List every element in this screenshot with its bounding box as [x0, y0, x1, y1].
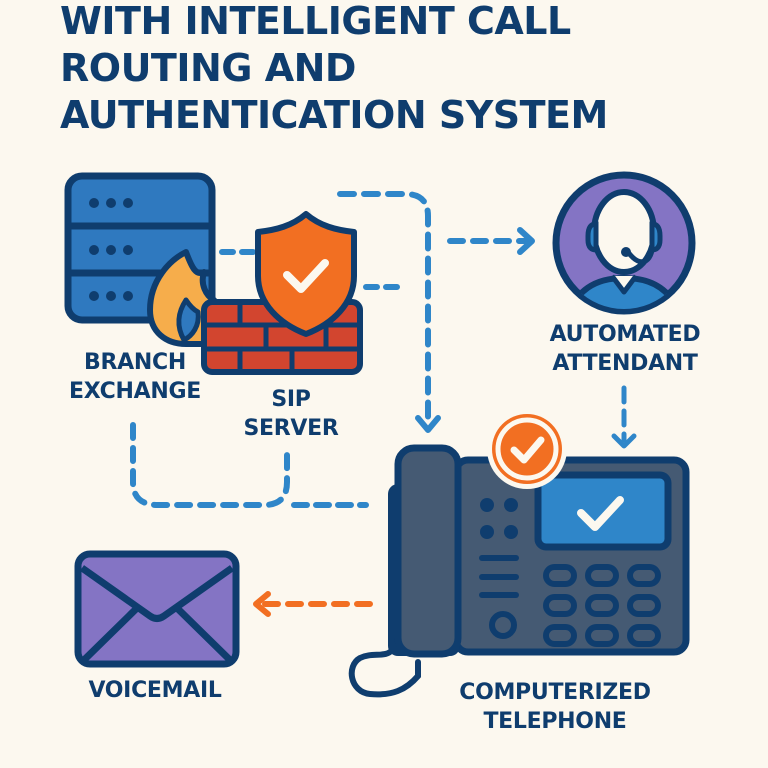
- verified-badge-icon: [487, 409, 567, 489]
- label-automated-attendant-line-2: ATTENDANT: [552, 351, 698, 376]
- arrowhead-right-attendant: [517, 227, 535, 255]
- label-voicemail-line-1: VOICEMAIL: [88, 678, 222, 703]
- connectors: [130, 191, 637, 617]
- label-computerized-telephone: COMPUTERIZED TELEPHONE: [440, 678, 670, 736]
- headset-agent-icon: [552, 171, 696, 315]
- connector-sip-to-phone: [337, 191, 431, 423]
- title-line-3: AUTHENTICATION SYSTEM: [60, 93, 608, 137]
- label-computerized-telephone-line-1: COMPUTERIZED: [459, 680, 651, 705]
- label-branch-exchange: BRANCH EXCHANGE: [50, 348, 220, 406]
- arrowhead-down-phone: [415, 415, 441, 433]
- arrowhead-left-voicemail: [253, 591, 271, 617]
- label-sip-server-line-2: SERVER: [243, 416, 339, 441]
- label-branch-exchange-line-2: EXCHANGE: [69, 379, 201, 404]
- envelope-icon: [74, 550, 240, 668]
- title-line-2: ROUTING AND: [60, 46, 356, 90]
- connector-branch-loop: [130, 422, 290, 508]
- desk-phone-icon: [348, 444, 690, 698]
- flame-icon: [147, 249, 217, 347]
- label-branch-exchange-line-1: BRANCH: [84, 350, 186, 375]
- label-computerized-telephone-line-2: TELEPHONE: [483, 709, 627, 734]
- page-title: WITH INTELLIGENT CALL ROUTING AND AUTHEN…: [60, 0, 608, 139]
- label-voicemail: VOICEMAIL: [70, 676, 240, 705]
- shield-check-icon: [255, 211, 357, 337]
- label-automated-attendant-line-1: AUTOMATED: [549, 322, 701, 347]
- arrowhead-down-attendant: [611, 433, 637, 449]
- label-automated-attendant: AUTOMATED ATTENDANT: [530, 320, 720, 378]
- title-line-1: WITH INTELLIGENT CALL: [60, 0, 571, 43]
- label-sip-server-line-1: SIP: [271, 387, 311, 412]
- label-sip-server: SIP SERVER: [236, 385, 346, 443]
